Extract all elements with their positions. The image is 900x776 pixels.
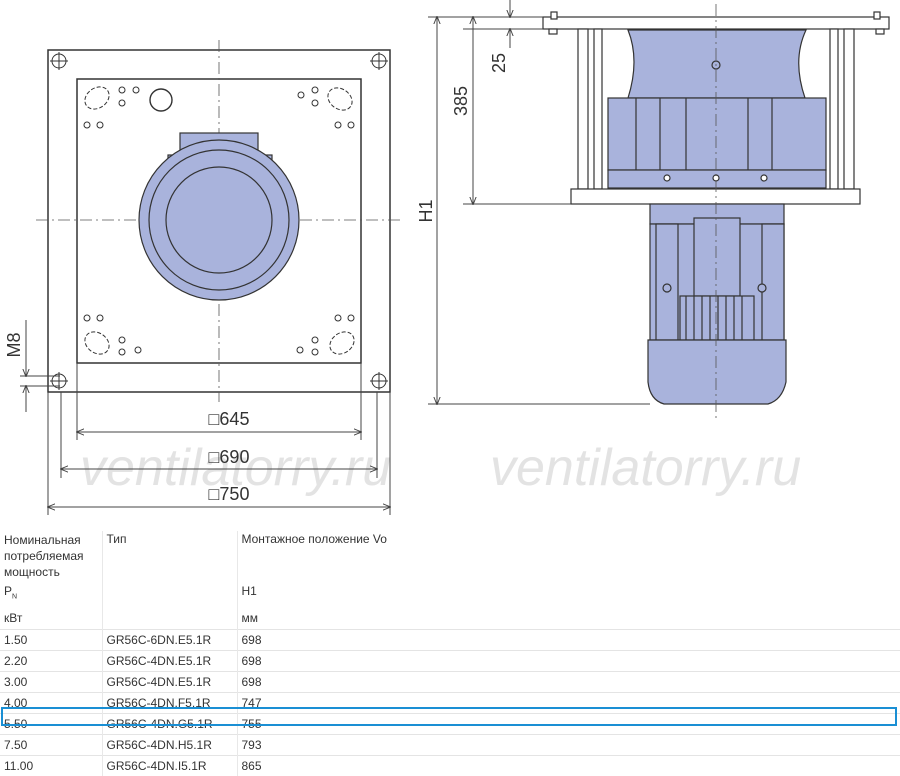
table-row: 1.50 GR56C-6DN.E5.1R 698 (0, 629, 900, 651)
cell-h1: 698 (236, 671, 900, 693)
side-view (542, 4, 890, 418)
motor-front (138, 132, 300, 301)
symbol-power-sub: N (12, 593, 18, 601)
label-645: □645 (209, 409, 250, 429)
header-type: Тип (101, 531, 237, 581)
table-row: 2.20 GR56C-4DN.E5.1R 698 (0, 650, 900, 672)
dim-horizontal (48, 363, 390, 515)
unit-h1: мм (236, 607, 900, 630)
cell-power: 7.50 (0, 734, 102, 756)
table-row: 7.50 GR56C-4DN.H5.1R 793 (0, 734, 900, 756)
symbol-h1: H1 (236, 581, 900, 608)
watermark-right: ventilatorry.ru (490, 439, 801, 497)
header-power-line3: мощность (4, 565, 60, 579)
label-385: 385 (451, 86, 471, 116)
cell-power: 11.00 (0, 755, 102, 776)
dim-vertical (428, 0, 650, 404)
front-view (20, 40, 402, 515)
label-h1: H1 (416, 199, 436, 222)
cell-power: 3.00 (0, 671, 102, 693)
cell-type: GR56C-4DN.I5.1R (101, 755, 237, 776)
cell-h1: 793 (236, 734, 900, 756)
mount-holes (83, 86, 355, 356)
cell-type: GR56C-6DN.E5.1R (101, 629, 237, 651)
label-750: □750 (209, 484, 250, 504)
corner-hole-br (370, 372, 388, 390)
table-row: 3.00 GR56C-4DN.E5.1R 698 (0, 671, 900, 693)
header-power-line1: Номинальная (4, 533, 81, 547)
cell-power: 1.50 (0, 629, 102, 651)
cell-h1: 865 (236, 755, 900, 776)
cell-h1: 698 (236, 650, 900, 672)
cell-type: GR56C-4DN.E5.1R (101, 671, 237, 693)
corner-hole-bl (50, 372, 68, 390)
cell-type: GR56C-4DN.H5.1R (101, 734, 237, 756)
label-690: □690 (209, 447, 250, 467)
dim-m8 (20, 320, 60, 412)
label-25: 25 (489, 53, 509, 73)
table-row-selected: 5.50 GR56C-4DN.G5.1R 755 (0, 713, 900, 735)
corner-hole-tr (370, 52, 388, 70)
header-mounting: Монтажное положение Vo (236, 531, 900, 581)
unit-power: кВт (4, 611, 23, 626)
cell-h1: 698 (236, 629, 900, 651)
table-unit-row: кВт мм (0, 607, 900, 630)
cell-power: 2.20 (0, 650, 102, 672)
corner-hole-tl (50, 52, 68, 70)
symbol-power: P (4, 584, 13, 598)
header-power-line2: потребляемая (4, 549, 84, 563)
technical-drawing: ventilatorry.ru ventilatorry.ru (4, 0, 890, 515)
label-m8: M8 (4, 332, 24, 357)
table-header-row: Номинальная потребляемая мощность Тип Мо… (0, 531, 900, 581)
table-symbol-row: PN H1 (0, 581, 900, 608)
cell-type: GR56C-4DN.E5.1R (101, 650, 237, 672)
highlight-frame (1, 707, 897, 726)
spec-table: Номинальная потребляемая мощность Тип Мо… (0, 531, 900, 776)
table-row: 11.00 GR56C-4DN.I5.1R 865 (0, 755, 900, 776)
